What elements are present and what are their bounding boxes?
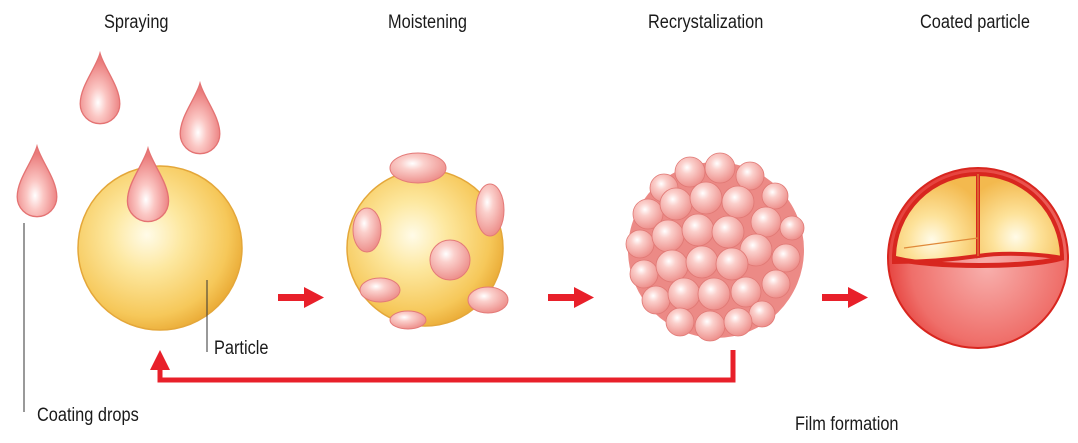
moistening-particle <box>347 153 508 329</box>
film-formation-label: Film formation <box>795 414 899 436</box>
coated-particle <box>888 168 1068 348</box>
coating-drops-label: Coating drops <box>37 405 139 427</box>
particle-label: Particle <box>214 338 268 360</box>
recrystalization-particle <box>626 153 804 341</box>
